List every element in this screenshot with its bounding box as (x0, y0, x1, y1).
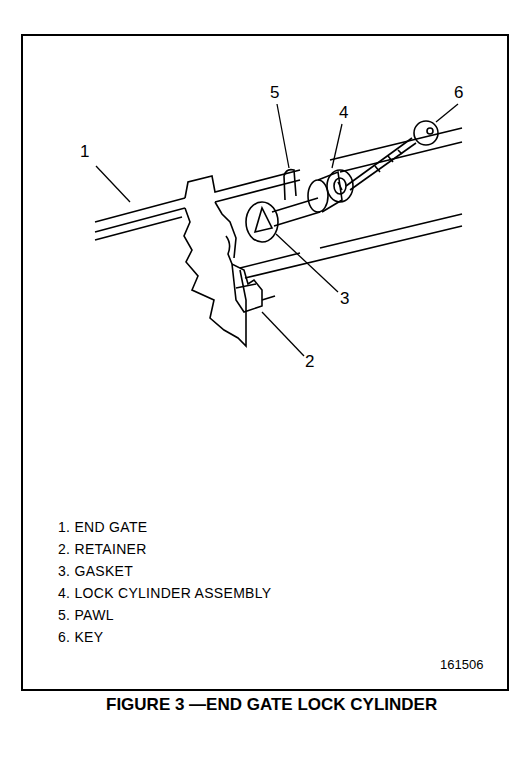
callout-number: 1 (80, 143, 89, 162)
callout-number: 3 (340, 290, 349, 309)
pawl (284, 170, 296, 200)
parts-list-item: 1. END GATE (58, 520, 147, 535)
callout-number: 5 (270, 84, 279, 103)
parts-list-item: 4. LOCK CYLINDER ASSEMBLY (58, 586, 271, 601)
parts-list-item: 6. KEY (58, 630, 103, 645)
callout-number: 2 (305, 353, 314, 372)
leader-lines (96, 104, 458, 356)
callout-number: 4 (339, 104, 348, 123)
parts-list-item: 3. GASKET (58, 564, 133, 579)
key (346, 121, 438, 190)
retainer (226, 236, 275, 312)
end-gate (95, 128, 462, 346)
lock-cylinder-assembly (272, 170, 353, 226)
parts-list-item: 5. PAWL (58, 608, 114, 623)
parts-list-item: 2. RETAINER (58, 542, 147, 557)
gasket (246, 202, 278, 242)
figure-frame (22, 35, 508, 690)
callout-number: 6 (454, 84, 463, 103)
figure-code: 161506 (440, 658, 483, 672)
figure-caption: FIGURE 3 —END GATE LOCK CYLINDER (106, 696, 437, 715)
